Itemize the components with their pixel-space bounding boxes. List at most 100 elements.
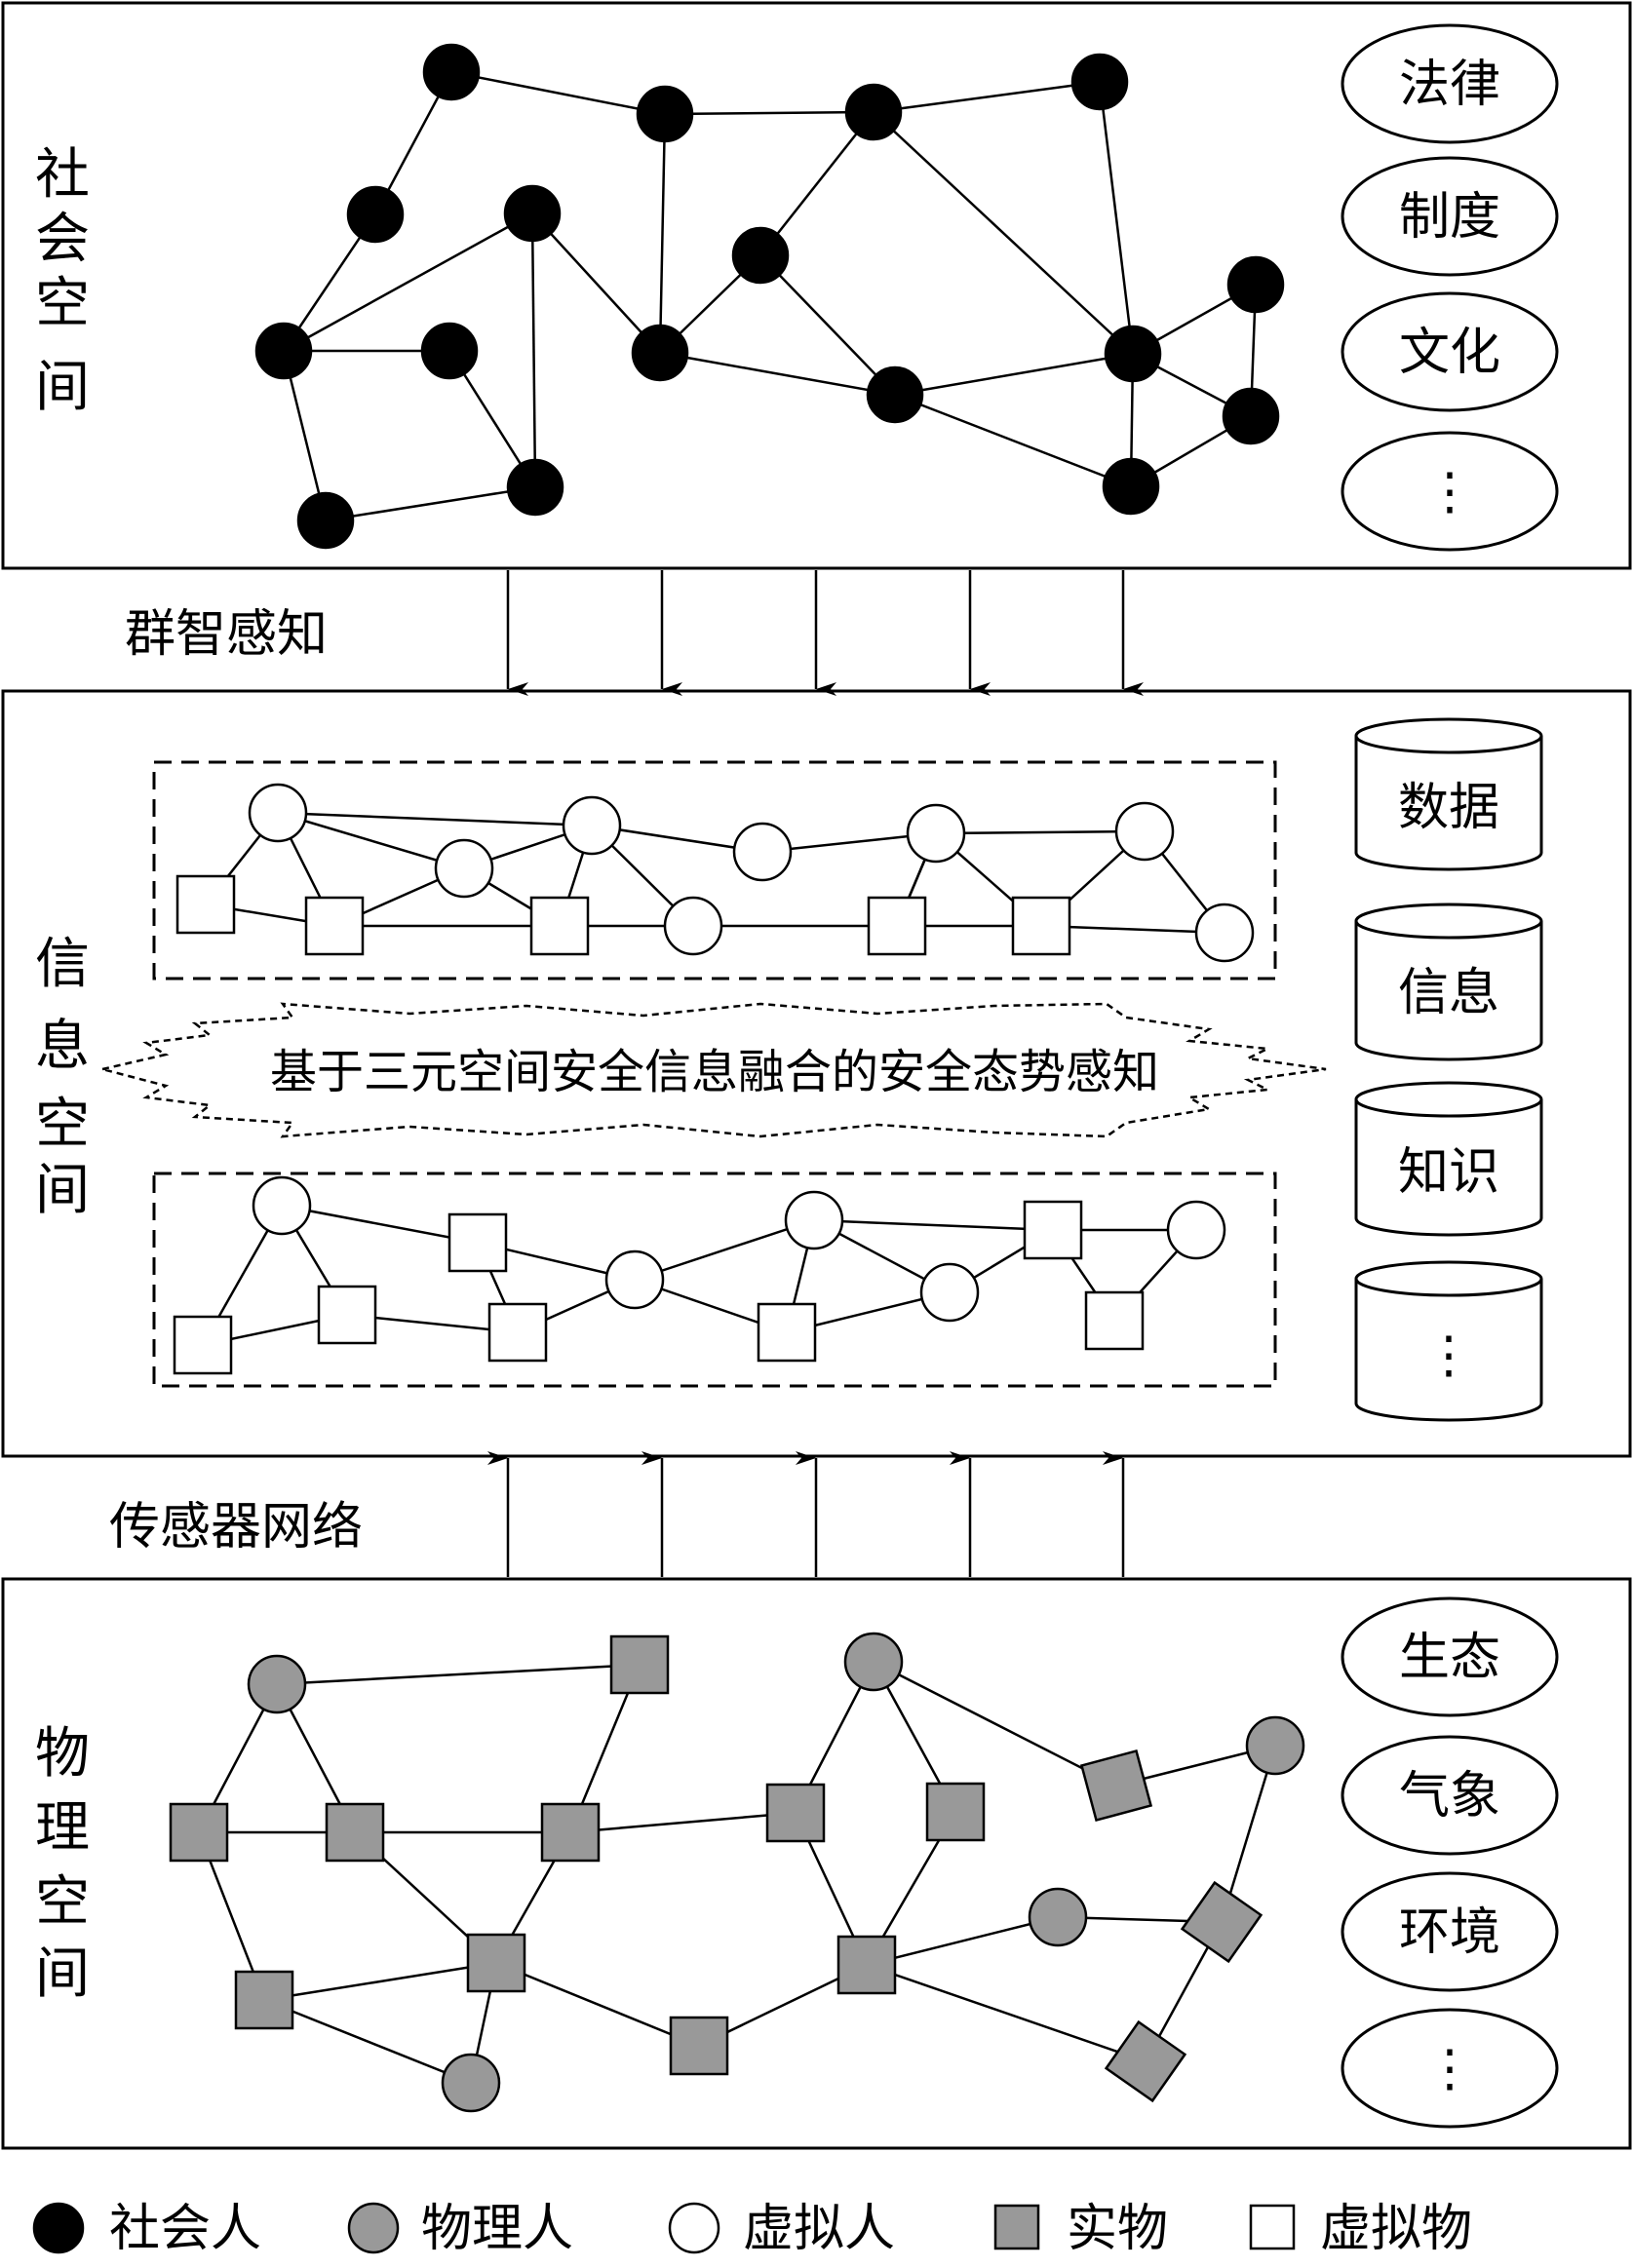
ecology-ellipse: [1341, 1596, 1559, 1717]
social-edge: [658, 113, 667, 354]
svg-text:空: 空: [35, 1870, 90, 1934]
institution-label: 制度: [1399, 188, 1500, 247]
physical-edge: [569, 1811, 797, 1834]
svg-text:知识: 知识: [1398, 1143, 1499, 1202]
more-label: ⋮: [1424, 463, 1475, 521]
svg-text:社: 社: [35, 143, 90, 207]
physical-space-panel: [1, 1577, 1632, 2150]
svg-text:空: 空: [35, 272, 90, 335]
virtual-person-node: [784, 1190, 844, 1250]
social-person-node: [1226, 255, 1285, 314]
entity-node: [234, 1970, 294, 2030]
weather-label: 气象: [1399, 1767, 1500, 1826]
social-edge: [659, 351, 896, 397]
institution-ellipse: [1341, 156, 1559, 277]
weather-ellipse: [1341, 1735, 1559, 1856]
info-space-title: 信 息 空 间: [35, 933, 90, 1222]
svg-text:间: 间: [35, 356, 90, 419]
virtual-person-node: [1114, 801, 1175, 862]
social-edge: [282, 350, 328, 521]
virtual-object-node: [1084, 1290, 1145, 1351]
info-network-upper-box: [152, 760, 1277, 980]
info-edge: [277, 811, 465, 870]
virtual-object-node: [487, 1302, 548, 1363]
physical-network-nodes: [169, 1632, 1305, 2113]
virtual-object-node: [1023, 1200, 1083, 1260]
virtual-object-node: [447, 1212, 508, 1273]
info-edge: [281, 1204, 479, 1245]
more-store: ⋮: [1354, 1260, 1543, 1422]
legend: 社会人 物理人 虚拟人 实物 虚拟物: [32, 2200, 1472, 2258]
virtual-person-node: [732, 822, 793, 882]
virtual-person-node: [562, 795, 622, 856]
more-physical-ellipse: [1341, 2008, 1559, 2129]
info-edge: [277, 811, 593, 827]
info-stores: 数据 信息 知识 ⋮: [1354, 717, 1543, 1422]
legend-physical-person-label: 物理人: [421, 2200, 573, 2258]
entity-node: [1180, 1880, 1264, 1964]
social-person-node: [420, 322, 479, 380]
culture-ellipse: [1341, 291, 1559, 412]
environment-label: 环境: [1399, 1903, 1500, 1962]
knowledge-store: 知识: [1354, 1081, 1543, 1237]
svg-text:⋮: ⋮: [1423, 1326, 1474, 1385]
more-physical-label: ⋮: [1424, 2040, 1475, 2098]
entity-node: [836, 1935, 897, 1995]
virtual-person-node: [1194, 903, 1255, 963]
physical-edge: [873, 1660, 1117, 1787]
more-ellipse: [1341, 431, 1559, 552]
physical-person-node: [247, 1654, 307, 1714]
virtual-person-node: [604, 1249, 665, 1310]
social-edge: [531, 212, 661, 354]
virtual-object-node: [175, 874, 236, 935]
social-person-node: [1070, 53, 1129, 111]
info-edge: [935, 829, 1146, 835]
social-edge: [873, 111, 1134, 355]
legend-social-person-label: 社会人: [109, 2200, 261, 2258]
virtual-object-node: [867, 896, 927, 956]
ecology-label: 生态: [1399, 1629, 1500, 1687]
physical-edge: [866, 1915, 1059, 1967]
law-label: 法律: [1399, 56, 1500, 114]
social-edge: [1098, 81, 1135, 355]
physical-person-node: [1245, 1715, 1305, 1776]
physical-space-title: 物 理 空 间: [35, 1722, 90, 2006]
social-network-edges: [282, 70, 1258, 522]
social-edge: [530, 212, 537, 488]
info-space-panel: [1, 689, 1632, 1458]
entity-node: [925, 1782, 986, 1842]
social-person-node: [1102, 457, 1160, 516]
physical-edge: [276, 1663, 641, 1686]
virtual-person-node: [1166, 1200, 1226, 1260]
svg-text:信: 信: [35, 933, 90, 996]
crowd-arrows: [506, 570, 1144, 696]
entity-node: [540, 1802, 601, 1863]
virtual-object-node: [529, 896, 590, 956]
social-edge: [759, 111, 875, 256]
physical-edge: [866, 1963, 1147, 2063]
social-person-node: [296, 491, 355, 550]
social-person-node: [631, 324, 689, 382]
physical-person-node: [843, 1632, 904, 1692]
entity-node: [466, 1933, 526, 1993]
entity-node: [325, 1802, 385, 1863]
social-person-node: [1222, 387, 1280, 445]
social-edge: [283, 211, 533, 353]
info-network-lower-box: [152, 1172, 1277, 1388]
social-person-node: [636, 85, 694, 143]
environment-ellipse: [1341, 1871, 1559, 1992]
svg-text:信息: 信息: [1398, 964, 1499, 1022]
sensor-arrows: [487, 1451, 1125, 1577]
data-store: 数据: [1354, 717, 1543, 871]
physical-network-edges: [197, 1660, 1277, 2085]
entity-node: [1079, 1749, 1153, 1823]
physical-edge: [263, 1998, 472, 2085]
fusion-banner-border: [101, 1002, 1327, 1138]
social-edge: [664, 110, 875, 116]
social-person-node: [503, 184, 562, 243]
virtual-person-node: [919, 1262, 980, 1323]
physical-person-node: [441, 2053, 501, 2113]
legend-social-person-marker: [32, 2202, 85, 2254]
social-edge: [894, 393, 1132, 488]
